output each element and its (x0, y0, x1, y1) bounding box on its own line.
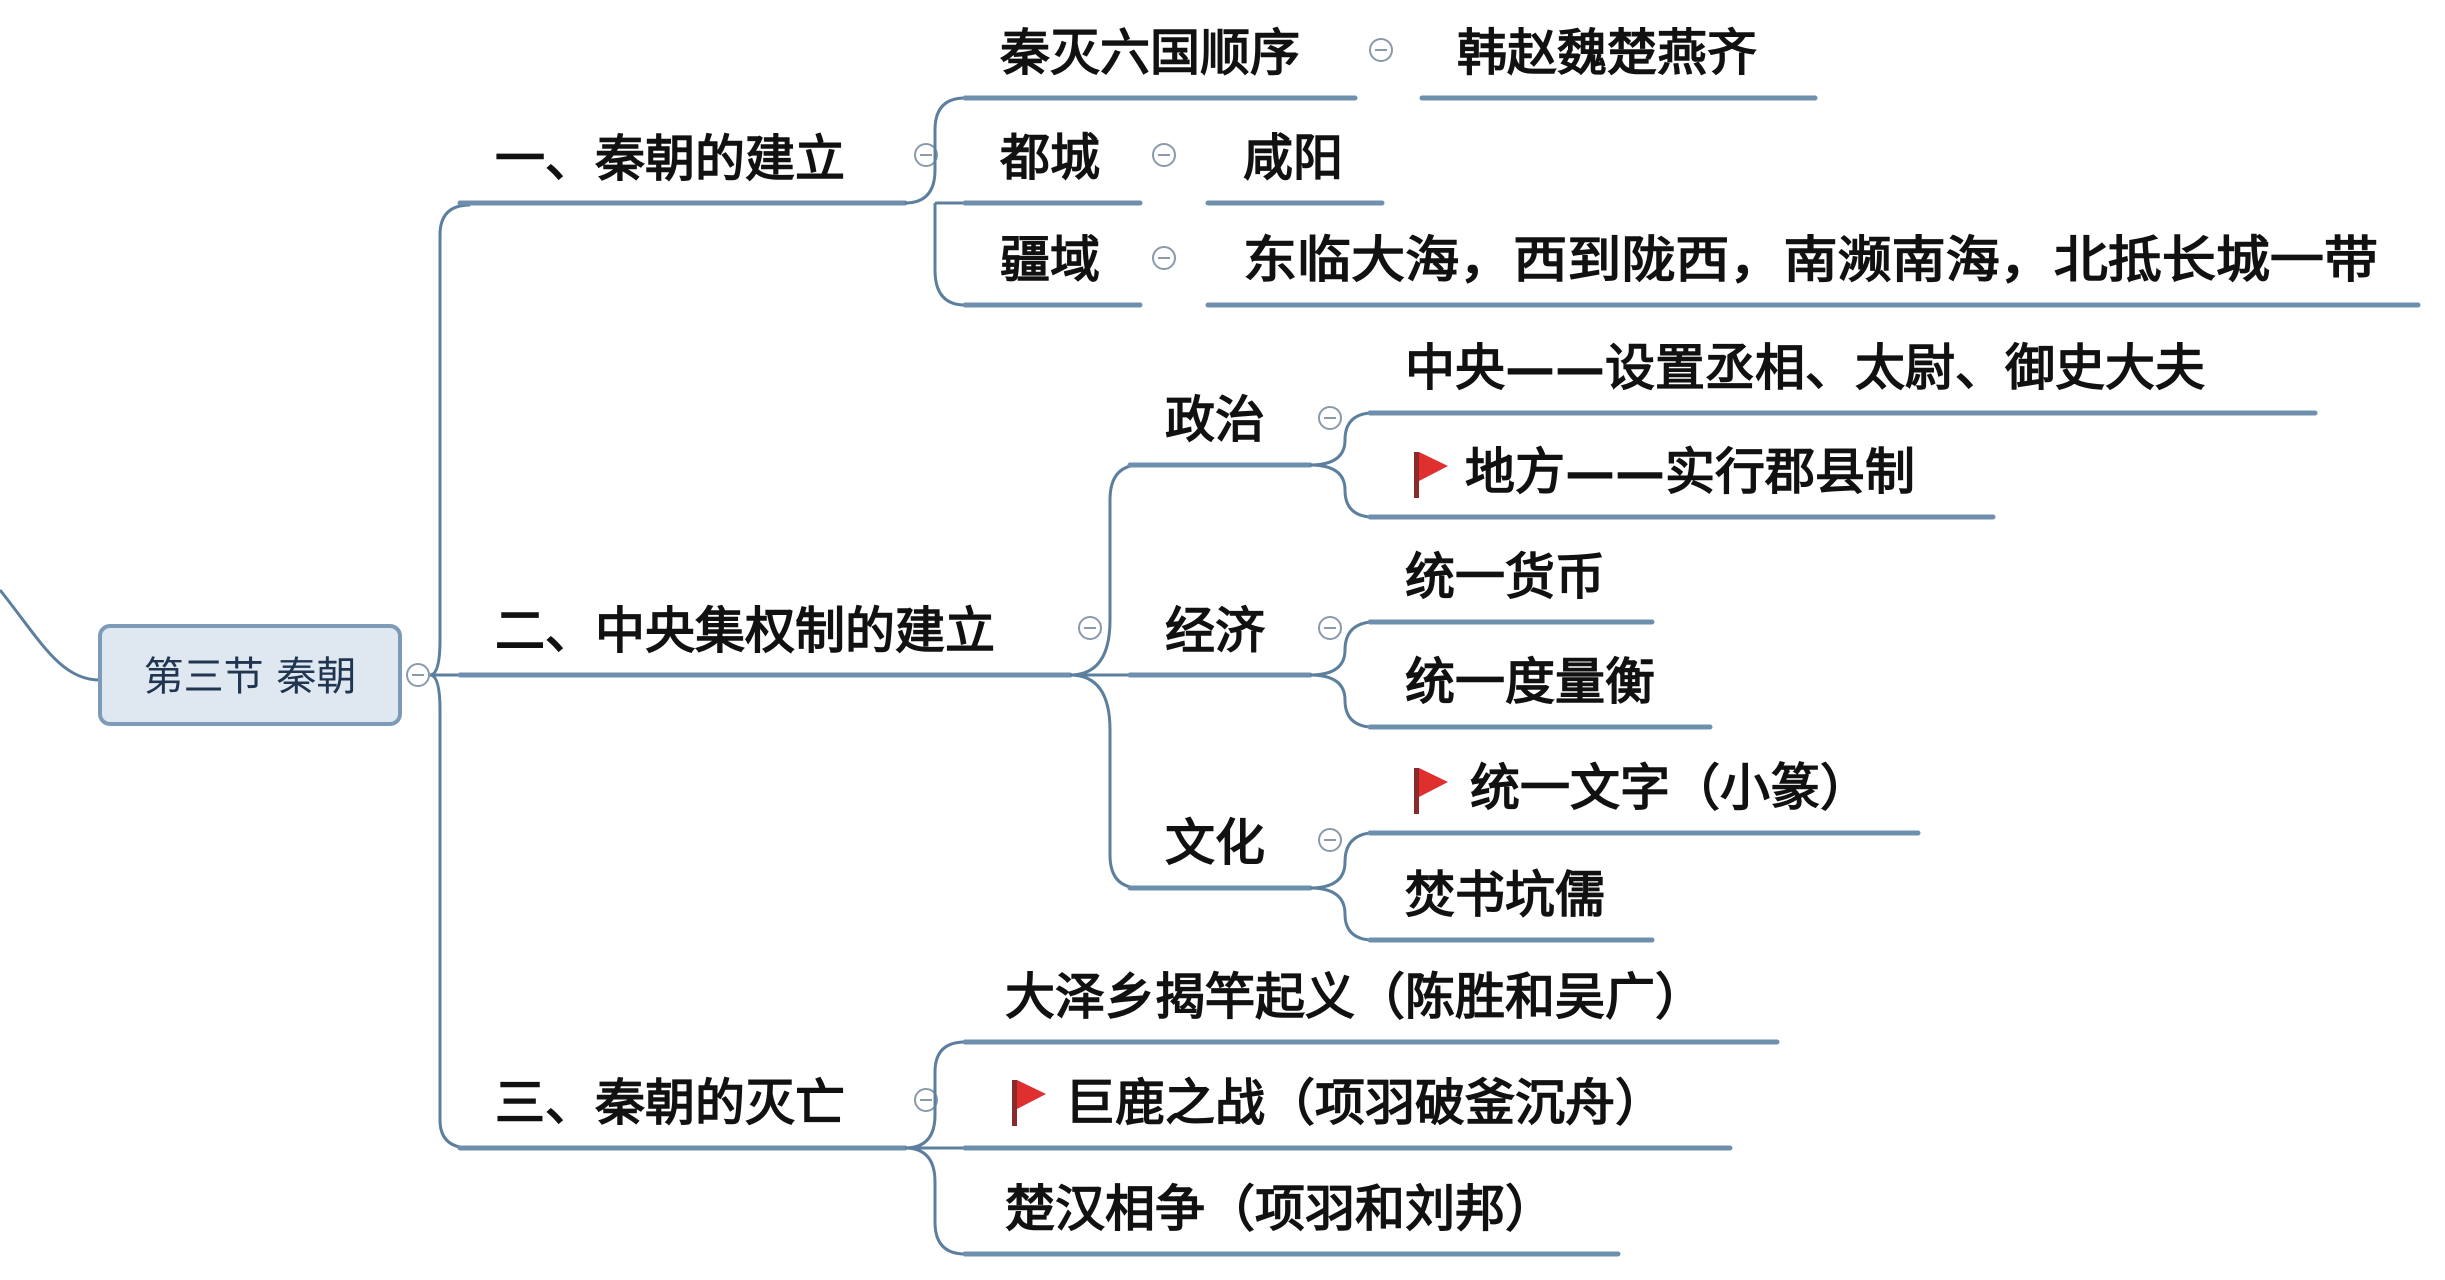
leaf-unified-currency[interactable]: 统一货币 (1367, 548, 1655, 625)
culture-collapse-icon[interactable] (1318, 828, 1342, 852)
topic-territory[interactable]: 疆域 (962, 231, 1143, 308)
detail-conquest-order[interactable]: 韩赵魏楚燕齐 (1419, 24, 1818, 101)
topic-label: 秦灭六国顺序 (1000, 24, 1300, 82)
detail-label: 东临大海，西到陇西，南濒南海，北抵长城一带 (1243, 231, 2378, 289)
topic-conquest-order[interactable]: 秦灭六国顺序 (962, 24, 1358, 101)
topic-label: 文化 (1165, 814, 1265, 872)
root-node[interactable]: 第三节 秦朝 (98, 624, 402, 726)
branch-2-collapse-icon[interactable] (1078, 616, 1102, 640)
topic-label: 政治 (1165, 391, 1265, 449)
leaf-julu-battle[interactable]: 巨鹿之战（项羽破釜沉舟） (962, 1074, 1733, 1151)
topic-1-2-collapse-icon[interactable] (1152, 143, 1176, 167)
branch-label: 一、秦朝的建立 (495, 130, 845, 188)
branch-label: 二、中央集权制的建立 (495, 602, 995, 660)
leaf-central-gov[interactable]: 中央——设置丞相、太尉、御史大夫 (1367, 339, 2318, 416)
topic-economy[interactable]: 经济 (1127, 602, 1313, 678)
branch-centralization[interactable]: 二、中央集权制的建立 (457, 602, 1073, 678)
connector-politics (1309, 411, 1371, 519)
leaf-label: 楚汉相争（项羽和刘邦） (1005, 1180, 1555, 1238)
topic-label: 经济 (1165, 602, 1266, 660)
branch-qin-founding[interactable]: 一、秦朝的建立 (457, 130, 908, 206)
connector-branch-1 (904, 96, 966, 307)
detail-capital[interactable]: 咸阳 (1205, 129, 1385, 206)
red-flag-icon (1414, 768, 1448, 814)
leaf-dazexiang-uprising[interactable]: 大泽乡揭竿起义（陈胜和吴广） (962, 968, 1780, 1045)
detail-label: 咸阳 (1243, 129, 1343, 187)
root-collapse-icon[interactable] (406, 663, 430, 687)
connector-economy (1309, 620, 1371, 729)
leaf-book-burning[interactable]: 焚书坑儒 (1367, 866, 1655, 943)
topic-label: 都城 (999, 129, 1100, 187)
economy-collapse-icon[interactable] (1318, 616, 1342, 640)
topic-label: 疆域 (1000, 231, 1100, 289)
root-node-box (98, 624, 402, 726)
branch-1-collapse-icon[interactable] (914, 143, 938, 167)
leaf-label: 统一度量衡 (1405, 653, 1655, 711)
leaf-label: 地方——实行郡县制 (1465, 443, 1915, 501)
branch-qin-fall[interactable]: 三、秦朝的灭亡 (457, 1074, 908, 1151)
leaf-label: 统一货币 (1405, 548, 1605, 606)
leaf-local-gov[interactable]: 地方——实行郡县制 (1367, 443, 1996, 520)
branch-3-collapse-icon[interactable] (914, 1088, 938, 1112)
leaf-label: 统一文字（小篆） (1470, 759, 1870, 817)
detail-label: 韩赵魏楚燕齐 (1457, 24, 1757, 82)
leaf-label: 大泽乡揭竿起义（陈胜和吴广） (1005, 968, 1705, 1026)
topic-culture[interactable]: 文化 (1127, 814, 1313, 891)
connector-culture (1309, 831, 1371, 942)
connector-branch-3 (904, 1040, 966, 1256)
topic-politics[interactable]: 政治 (1127, 391, 1313, 468)
parent-connector (0, 589, 101, 682)
leaf-chu-han-contention[interactable]: 楚汉相争（项羽和刘邦） (962, 1180, 1621, 1257)
root-node-label: 第三节 秦朝 (144, 654, 357, 700)
branch-label: 三、秦朝的灭亡 (495, 1074, 845, 1132)
leaf-label: 焚书坑儒 (1405, 866, 1605, 924)
topic-capital[interactable]: 都城 (962, 129, 1143, 206)
leaf-label: 巨鹿之战（项羽破釜沉舟） (1065, 1074, 1665, 1132)
politics-collapse-icon[interactable] (1318, 406, 1342, 430)
leaf-label: 中央——设置丞相、太尉、御史大夫 (1405, 339, 2206, 397)
detail-territory[interactable]: 东临大海，西到陇西，南濒南海，北抵长城一带 (1205, 231, 2421, 308)
topic-1-3-collapse-icon[interactable] (1152, 246, 1176, 270)
leaf-unified-measures[interactable]: 统一度量衡 (1367, 653, 1713, 730)
connector-branch-2 (1069, 463, 1141, 890)
red-flag-icon (1012, 1080, 1046, 1126)
topic-1-1-collapse-icon[interactable] (1369, 38, 1393, 62)
leaf-unified-script[interactable]: 统一文字（小篆） (1367, 759, 1921, 836)
red-flag-icon (1414, 452, 1448, 498)
